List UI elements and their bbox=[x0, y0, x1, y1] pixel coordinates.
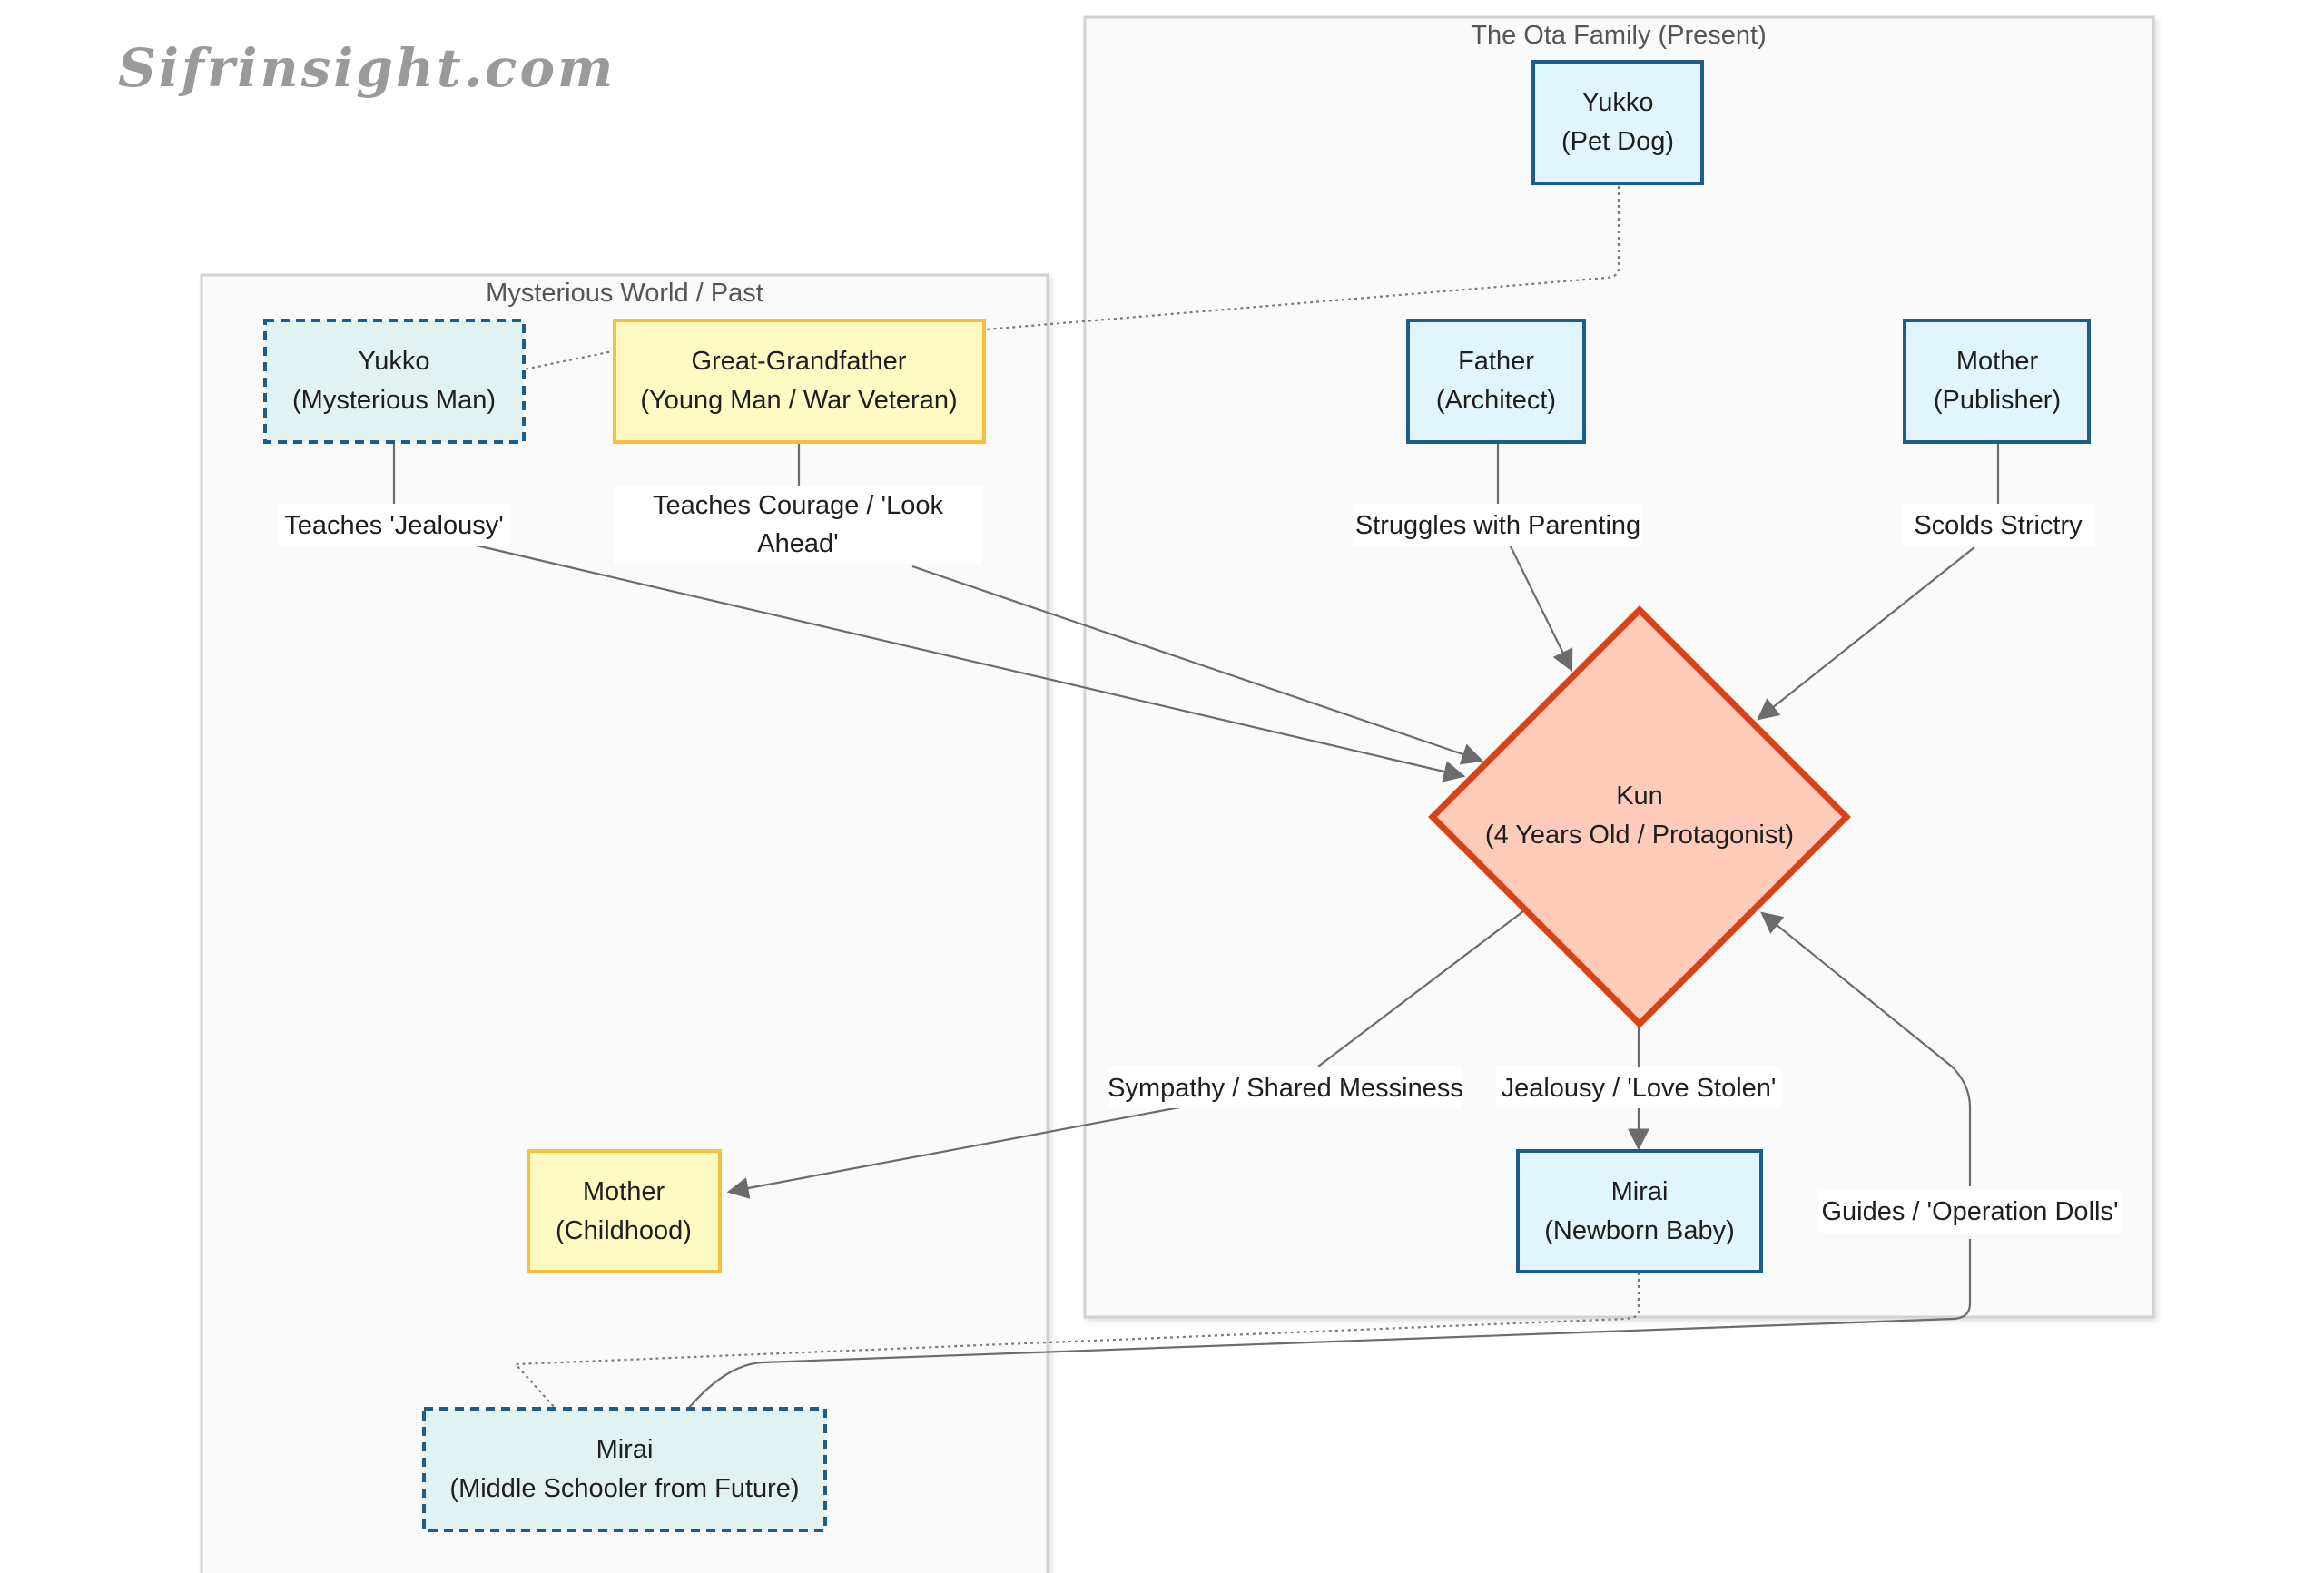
edge-label-ggf-kun: Teaches Courage / 'Look Ahead' bbox=[614, 486, 982, 564]
node-yukko-pet-dog-name: Yukko bbox=[1582, 88, 1654, 117]
edge-kun-mother-arrow bbox=[726, 1104, 1190, 1199]
node-mother-publisher[interactable]: Mother (Publisher) bbox=[1903, 319, 2091, 444]
edge-label-yukko-kun: Teaches 'Jealousy' bbox=[277, 504, 511, 546]
edge-label-father-kun-text: Struggles with Parenting bbox=[1355, 511, 1640, 540]
edge-mother-kun-arrow bbox=[1757, 546, 1975, 721]
node-kun[interactable]: Kun (4 Years Old / Protagonist) bbox=[1428, 605, 1851, 1028]
node-mother-childhood-name: Mother bbox=[583, 1177, 665, 1206]
edge-label-father-kun: Struggles with Parenting bbox=[1353, 504, 1643, 546]
node-great-grandfather-role: (Young Man / War Veteran) bbox=[640, 386, 957, 415]
edge-mirai-identity bbox=[513, 1273, 1640, 1410]
edge-label-ggf-kun-text-line1: Teaches Courage / 'Look bbox=[653, 491, 943, 520]
node-mirai-future[interactable]: Mirai (Middle Schooler from Future) bbox=[422, 1407, 827, 1532]
node-mirai-newborn[interactable]: Mirai (Newborn Baby) bbox=[1516, 1149, 1763, 1273]
node-mirai-future-name: Mirai bbox=[596, 1435, 654, 1464]
edge-yukko-identity bbox=[523, 186, 1620, 371]
watermark-logo: Sifrinsight.com bbox=[118, 37, 615, 99]
node-mirai-newborn-name: Mirai bbox=[1611, 1177, 1669, 1206]
edge-label-ggf-kun-text-line2: Ahead' bbox=[757, 529, 838, 558]
edge-label-kun-mother-text: Sympathy / Shared Messiness bbox=[1108, 1074, 1463, 1103]
edge-labels: Struggles with Parenting Scolds Strictry… bbox=[277, 486, 2122, 1233]
edge-label-kun-mother: Sympathy / Shared Messiness bbox=[1108, 1067, 1463, 1108]
node-mirai-newborn-role: (Newborn Baby) bbox=[1544, 1216, 1735, 1245]
edge-mirai-kun-arrow bbox=[1760, 911, 1972, 1186]
edge-label-mother-kun-text: Scolds Strictry bbox=[1914, 511, 2083, 540]
cluster-mysterious-world: Mysterious World / Past bbox=[200, 273, 1049, 1573]
edge-yukko-kun-arrow bbox=[476, 544, 1466, 782]
edge-mirai-kun bbox=[687, 1239, 1972, 1410]
edge-label-mother-kun: Scolds Strictry bbox=[1902, 504, 2094, 546]
node-father[interactable]: Father (Architect) bbox=[1406, 319, 1586, 444]
node-yukko-mysterious-man-role: (Mysterious Man) bbox=[292, 386, 496, 415]
edges bbox=[392, 186, 2000, 1410]
node-yukko-pet-dog-role: (Pet Dog) bbox=[1561, 127, 1674, 156]
node-kun-name: Kun bbox=[1616, 782, 1663, 811]
edge-label-yukko-kun-text: Teaches 'Jealousy' bbox=[284, 511, 504, 540]
node-mother-childhood-role: (Childhood) bbox=[556, 1216, 692, 1245]
cluster-mysterious-world-title: Mysterious World / Past bbox=[486, 279, 763, 308]
node-mother-publisher-name: Mother bbox=[1956, 347, 2039, 376]
node-father-role: (Architect) bbox=[1436, 386, 1556, 415]
node-mother-childhood[interactable]: Mother (Childhood) bbox=[527, 1149, 722, 1273]
edge-label-kun-mirai: Jealousy / 'Love Stolen' bbox=[1496, 1067, 1781, 1108]
node-yukko-pet-dog[interactable]: Yukko (Pet Dog) bbox=[1531, 60, 1704, 185]
cluster-ota-family-title: The Ota Family (Present) bbox=[1471, 21, 1767, 50]
node-mother-publisher-role: (Publisher) bbox=[1934, 386, 2061, 415]
node-yukko-mysterious-man-name: Yukko bbox=[359, 347, 430, 376]
edge-label-mirai-kun-text: Guides / 'Operation Dolls' bbox=[1821, 1197, 2118, 1226]
node-mirai-future-role: (Middle Schooler from Future) bbox=[449, 1474, 799, 1503]
edge-label-kun-mirai-text: Jealousy / 'Love Stolen' bbox=[1502, 1074, 1777, 1103]
node-father-name: Father bbox=[1458, 347, 1534, 376]
node-great-grandfather-name: Great-Grandfather bbox=[692, 347, 907, 376]
edge-label-mirai-kun: Guides / 'Operation Dolls' bbox=[1818, 1189, 2122, 1233]
edge-kun-mother bbox=[1317, 910, 1524, 1067]
edge-father-kun-arrow bbox=[1509, 544, 1573, 673]
edge-ggf-kun-arrow bbox=[911, 565, 1484, 765]
node-kun-role: (4 Years Old / Protagonist) bbox=[1485, 821, 1794, 850]
node-great-grandfather[interactable]: Great-Grandfather (Young Man / War Veter… bbox=[613, 319, 986, 444]
node-yukko-mysterious-man[interactable]: Yukko (Mysterious Man) bbox=[263, 319, 526, 444]
